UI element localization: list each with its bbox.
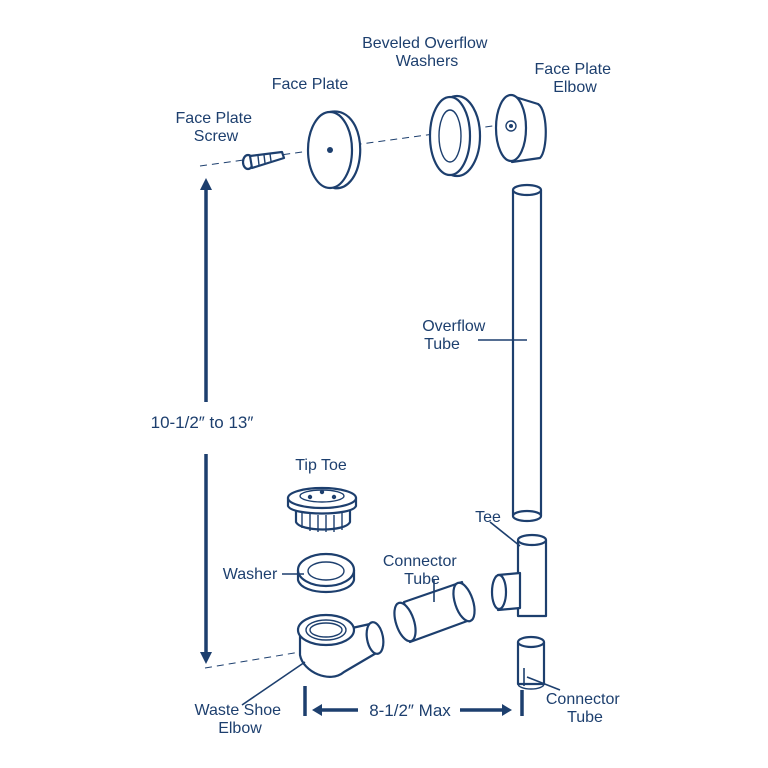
tee — [490, 533, 548, 618]
waste-shoe-elbow — [296, 613, 385, 678]
connector-tube-bottom — [516, 635, 546, 690]
face-plate-elbow-label: Face Plate Elbow — [535, 61, 616, 96]
waste-shoe-elbow-leader — [241, 661, 306, 706]
beveled-overflow-washers-label: Beveled Overflow Washers — [362, 35, 492, 70]
face-plate-label: Face Plate — [272, 76, 349, 93]
washer — [296, 552, 356, 593]
tip-toe-stopper — [286, 486, 358, 532]
face-plate — [306, 110, 362, 190]
vertical-dimension-label: 10-1/2″ to 13″ — [151, 413, 254, 432]
tee-leader — [489, 521, 521, 547]
face-plate-screw-label: Face Plate Screw — [176, 110, 257, 145]
waste-shoe-elbow-label: Waste Shoe Elbow — [194, 702, 285, 737]
connector-tube-middle — [393, 580, 476, 644]
horizontal-dimension — [303, 686, 524, 716]
face-plate-elbow — [494, 93, 547, 164]
bottom-alignment-line — [204, 649, 313, 669]
tee-label: Tee — [475, 509, 501, 526]
overflow-tube-label: Overflow Tube — [422, 318, 490, 353]
connector-tube-bottom-leader — [526, 676, 561, 691]
connector-tube-middle-label: Connector Tube — [383, 553, 461, 588]
tip-toe-label: Tip Toe — [295, 457, 347, 474]
vertical-dimension — [200, 178, 212, 664]
horizontal-dimension-label: 8-1/2″ Max — [369, 701, 451, 720]
beveled-overflow-washers — [428, 94, 482, 178]
washer-label: Washer — [223, 566, 278, 583]
overflow-tube — [511, 183, 543, 523]
face-plate-screw — [241, 150, 286, 171]
connector-tube-bottom-label: Connector Tube — [546, 691, 624, 726]
